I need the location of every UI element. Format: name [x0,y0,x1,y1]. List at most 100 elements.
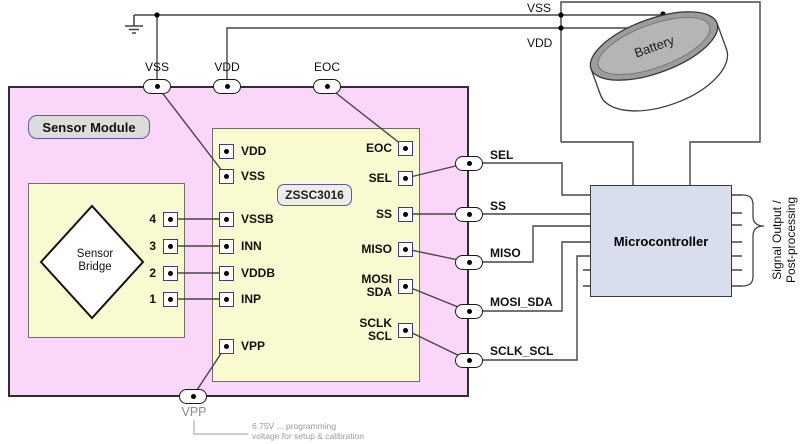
chip-box [212,128,420,382]
chip-pin-vssb-dot [223,216,229,222]
chip-pin-label-inp: INP [241,292,262,306]
chip-pin-miso [397,241,413,257]
chip-pin-label-vddb: VDDB [241,266,276,280]
microcontroller-label: Microcontroller [613,233,709,249]
signal-output-line2: Post-processing [784,196,798,284]
sel-wire [469,162,590,196]
connector-sel [455,155,483,171]
chip-pin-sel-dot [402,175,408,181]
vdd-rail-label: VDD [527,36,553,50]
connector-vdd-contact [224,83,230,89]
output-brace [741,194,765,287]
ground-icon [125,15,143,34]
chip-pin-ss [397,206,413,222]
chip-pin-vss-dot [223,173,229,179]
connector-label-eoc: EOC [313,60,341,74]
connector-miso-contact [466,259,472,265]
connector-sclk-scl-contact [466,357,472,363]
chip-pin-vss [218,168,234,184]
chip-pin-inn-dot [223,243,229,249]
chip-pin-label-inn: INN [241,239,262,253]
vpp-note-line1: 6.75V ... programming [252,421,337,431]
sensor-bridge-line1: Sensor [76,248,114,260]
mosi-wire [469,241,590,312]
chip-pin-label-vdd: VDD [241,144,267,158]
chip-pin-sclk-scl [397,322,413,338]
chip-pin-sel [397,170,413,186]
battery-icon: Battery [589,11,729,112]
connector-miso [455,254,483,270]
bridge-pin-1 [162,291,178,307]
sensor-bridge-line2: Bridge [78,261,112,273]
chip-pin-label-eoc: EOC [365,141,392,155]
chip-pin-eoc-dot [402,145,408,151]
battery-frame-right [560,1,761,185]
vpp-diag-wire [192,345,227,397]
bridge-pin-number-4: 4 [149,212,156,226]
connector-label-vdd: VDD [214,60,240,74]
connector-vdd [213,78,241,94]
bridge-pin-number-2: 2 [149,266,156,280]
connector-ss [455,206,483,222]
eoc-diag-wire [326,85,407,149]
battery-frame-left [561,141,634,185]
chip-pin-vddb [218,265,234,281]
chip-pin-ss-dot [402,211,408,217]
connector-label-vpp: VPP [181,405,207,419]
signal-output-label: Signal Output / Post-processing [770,160,798,320]
chip-pin-sclk-scl-dot [402,327,408,333]
connector-eoc [313,78,341,94]
signal-label-miso: MISO [490,246,521,260]
chip-pin-label-vssb: VSSB [241,212,274,226]
sclk-wire [469,255,590,361]
vss-diag-wire [156,85,227,177]
mosi-line: MOSI [361,272,392,286]
chip-pin-mosi-sda [397,278,413,294]
connector-mosi-sda-contact [466,308,472,314]
miso-wire [469,225,590,263]
chip-pin-eoc [397,140,413,156]
chip-pin-label-miso: MISO [361,242,392,256]
battery-top [597,16,711,76]
vss-rail-label: VSS [527,1,552,15]
signal-label-sclk-scl: SCLK_SCL [490,344,554,358]
connector-sclk-scl [455,352,483,368]
chip-pin-miso-dot [402,246,408,252]
bridge-pin-4 [162,211,178,227]
chip-pin-vdd [218,143,234,159]
signal-label-sel: SEL [490,148,514,162]
bridge-pin-3 [162,238,178,254]
sensor-module-title: Sensor Module [28,115,150,139]
chip-pin-vpp [218,338,234,354]
chip-pin-inn [218,238,234,254]
microcontroller-box: Microcontroller [590,185,732,297]
connector-ss-contact [466,211,472,217]
signal-label-mosi-sda: MOSI_SDA [490,295,553,309]
vpp-note-line2: voltage for setup & calibration [252,431,364,441]
bridge-pin-1-dot [167,296,173,302]
connector-sel-contact [466,160,472,166]
connector-vpp-contact [190,393,196,399]
chip-pin-inp [218,291,234,307]
bridge-pin-2 [162,265,178,281]
micro-left-stubs [583,269,590,287]
connector-mosi-sda [455,303,483,319]
bridge-pin-number-1: 1 [149,292,156,306]
chip-pin-label-vss: VSS [241,169,266,183]
bridge-wires [170,218,226,300]
scl-line: SCL [368,329,392,343]
vdd-rail-wire [226,27,632,86]
bridge-pin-number-3: 3 [149,239,156,253]
chip-pin-label-sel: SEL [368,171,392,185]
chip-name-badge: ZSSC3016 [277,184,352,206]
connector-label-vss: VSS [144,60,170,74]
chip-pin-label-vpp: VPP [241,339,266,353]
chip-pin-inp-dot [223,296,229,302]
sensor-bridge-diamond [39,204,145,320]
chip-pin-vssb [218,211,234,227]
signal-output-line1: Signal Output / [770,200,784,280]
connector-vss [143,78,171,94]
note-bracket [193,420,248,435]
